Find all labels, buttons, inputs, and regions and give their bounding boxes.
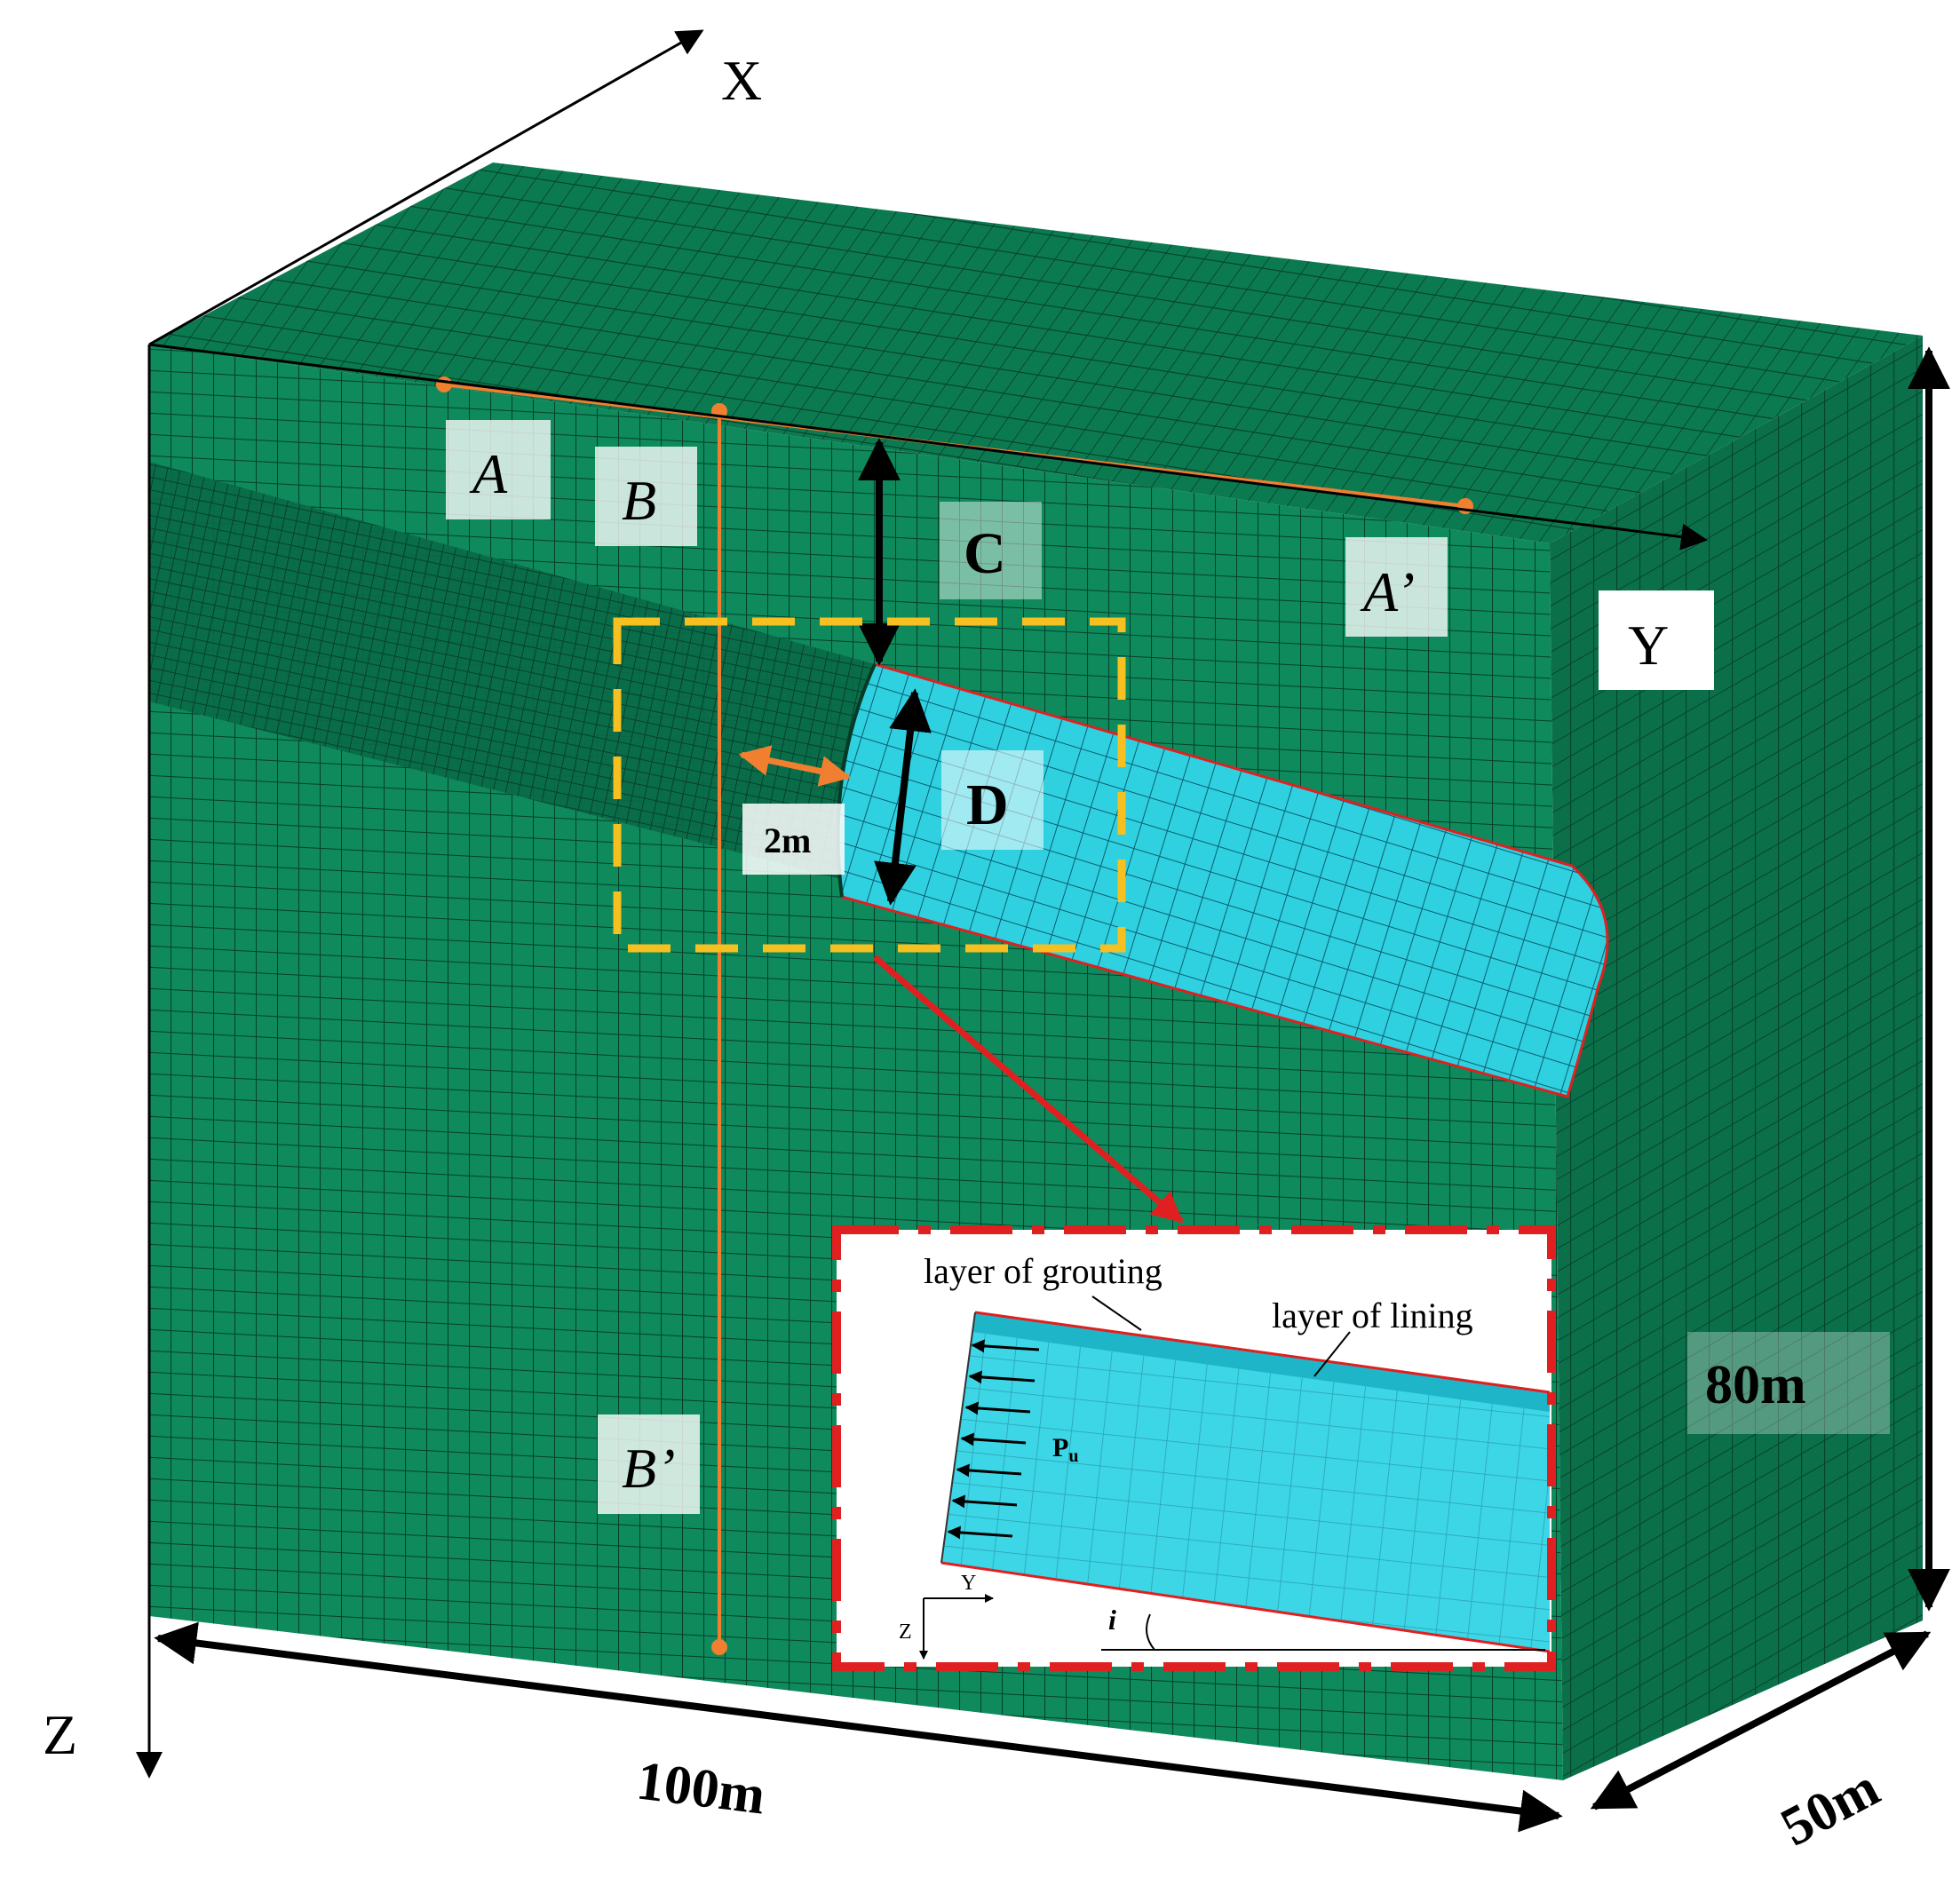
label-80m-box: [1687, 1332, 1890, 1434]
axis-x-label: X: [721, 49, 762, 112]
inset-axis-z-label: Z: [899, 1620, 912, 1644]
inset-pressure-arrows: [947, 1339, 1040, 1540]
detail-region-box: [613, 617, 1126, 953]
axis-z-label: Z: [43, 1703, 77, 1766]
inset-grouting-label: layer of grouting: [924, 1251, 1163, 1291]
tunnel-grouting-edge: [841, 662, 1609, 1098]
detail-pointer-arrow: [872, 955, 1184, 1224]
label-d: D: [966, 773, 1009, 837]
point-b-prime: [711, 1639, 727, 1655]
label-d-box: [941, 750, 1043, 850]
model-top-face: [149, 162, 1923, 543]
inset-lining-leader: [1313, 1331, 1351, 1377]
dim-d-arrow: [874, 688, 932, 906]
inset-face-line: [940, 1311, 976, 1564]
axis-y-label: Y: [1628, 614, 1669, 677]
label-a-prime-box: [1345, 537, 1448, 637]
label-a-box: [446, 420, 551, 519]
axis-x-arrow: [148, 29, 704, 346]
inset-tunnel-section: [941, 1312, 1550, 1652]
inset-lining-band: [972, 1312, 1550, 1412]
inset-pressure-subscript: u: [1068, 1446, 1078, 1466]
label-b-prime: B’: [622, 1437, 675, 1500]
inset-frame: [832, 1225, 1556, 1671]
label-b: B: [622, 469, 656, 532]
label-b-prime-box: [598, 1414, 700, 1514]
inset-axis-y-label: Y: [961, 1572, 976, 1595]
dim-100m-label: 100m: [633, 1750, 768, 1826]
inset-pressure-label: Pu: [1052, 1433, 1078, 1466]
label-b-box: [595, 447, 697, 546]
dim-50m-arrow: [1590, 1630, 1932, 1811]
dim-100m-arrow: [154, 1621, 1563, 1833]
label-c: C: [964, 521, 1006, 586]
dim-50m-label: 50m: [1772, 1757, 1889, 1858]
inset-angle-arc: [1146, 1613, 1155, 1651]
inset-pressure-symbol: P: [1052, 1433, 1068, 1462]
inset-lining-label: layer of lining: [1272, 1296, 1473, 1335]
label-a-prime: A’: [1360, 560, 1415, 623]
inset-grouting-bottom: [940, 1561, 1551, 1653]
tunnel-interior-section: [149, 462, 875, 879]
inset-grouting-top: [974, 1311, 1551, 1394]
label-y-box: [1599, 590, 1714, 690]
dim-80m-label: 80m: [1705, 1355, 1806, 1415]
label-c-box: [940, 502, 1042, 599]
label-a: A: [469, 442, 508, 505]
point-a: [436, 376, 452, 392]
axis-y-arrow: [148, 343, 1708, 551]
model-side-face: [1550, 336, 1923, 1780]
dim-2m-arrow: [738, 745, 852, 787]
inset-grouting-leader: [1091, 1296, 1142, 1331]
label-2m-box: [742, 804, 845, 875]
label-2m: 2m: [764, 820, 811, 860]
inset-detail: [832, 1225, 1556, 1671]
inset-angle-label: i: [1108, 1604, 1116, 1636]
